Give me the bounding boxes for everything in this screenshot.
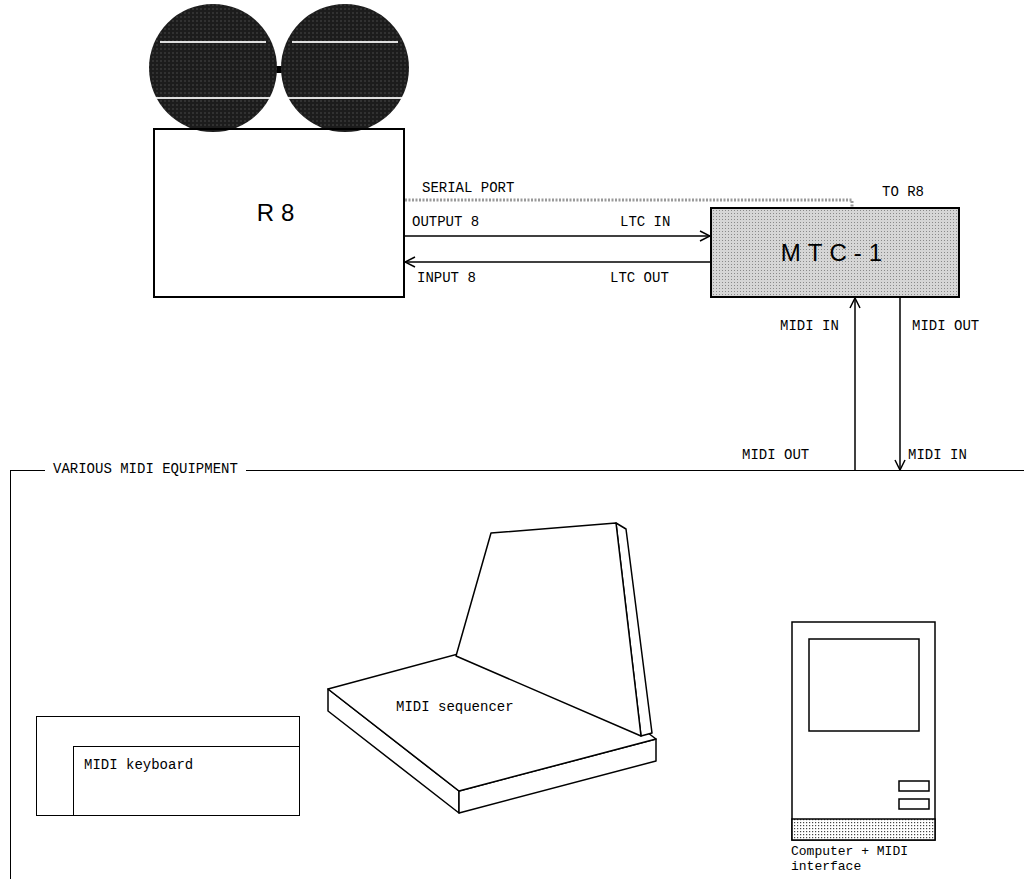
cable-label: SERIAL PORT — [420, 180, 516, 196]
tape-recorder-box: R8 — [153, 128, 405, 298]
sequencer-outline — [326, 521, 666, 821]
equipment-group: MIDI keyboardMIDI sequencerComputer + MI… — [10, 470, 1024, 879]
sync-unit-box: MTC-1 — [710, 207, 960, 298]
signal-label: LTC IN — [618, 214, 672, 230]
device-label: R8 — [257, 199, 302, 227]
signal-label: OUTPUT 8 — [410, 214, 481, 230]
signal-cable — [405, 261, 710, 263]
keyboard-panel: MIDI keyboard — [73, 746, 299, 815]
signal-label: LTC OUT — [608, 270, 671, 286]
serial-cable — [405, 200, 852, 207]
port-label: MIDI IN — [778, 318, 841, 334]
device-label: MIDI keyboard — [84, 757, 289, 773]
computer-outline — [791, 621, 936, 841]
group-heading: VARIOUS MIDI EQUIPMENT — [45, 461, 246, 477]
signal-label: INPUT 8 — [415, 270, 478, 286]
port-label: MIDI OUT — [910, 318, 981, 334]
port-label: TO R8 — [880, 184, 926, 200]
signal-cable — [854, 298, 856, 470]
tape-reel — [281, 4, 409, 132]
signal-cable — [899, 298, 901, 470]
device-caption: Computer + MIDI interface — [791, 845, 936, 875]
port-label: MIDI OUT — [740, 447, 811, 463]
device-label: MTC-1 — [781, 239, 889, 267]
signal-cable — [405, 235, 710, 237]
computer-device: Computer + MIDI interface — [791, 621, 936, 841]
port-label: MIDI IN — [906, 447, 969, 463]
sequencer-device: MIDI sequencer — [326, 521, 666, 821]
reel-highlight — [153, 42, 405, 98]
tape-reel — [149, 4, 277, 132]
device-label: MIDI sequencer — [396, 699, 514, 715]
keyboard-device: MIDI keyboard — [36, 716, 300, 816]
